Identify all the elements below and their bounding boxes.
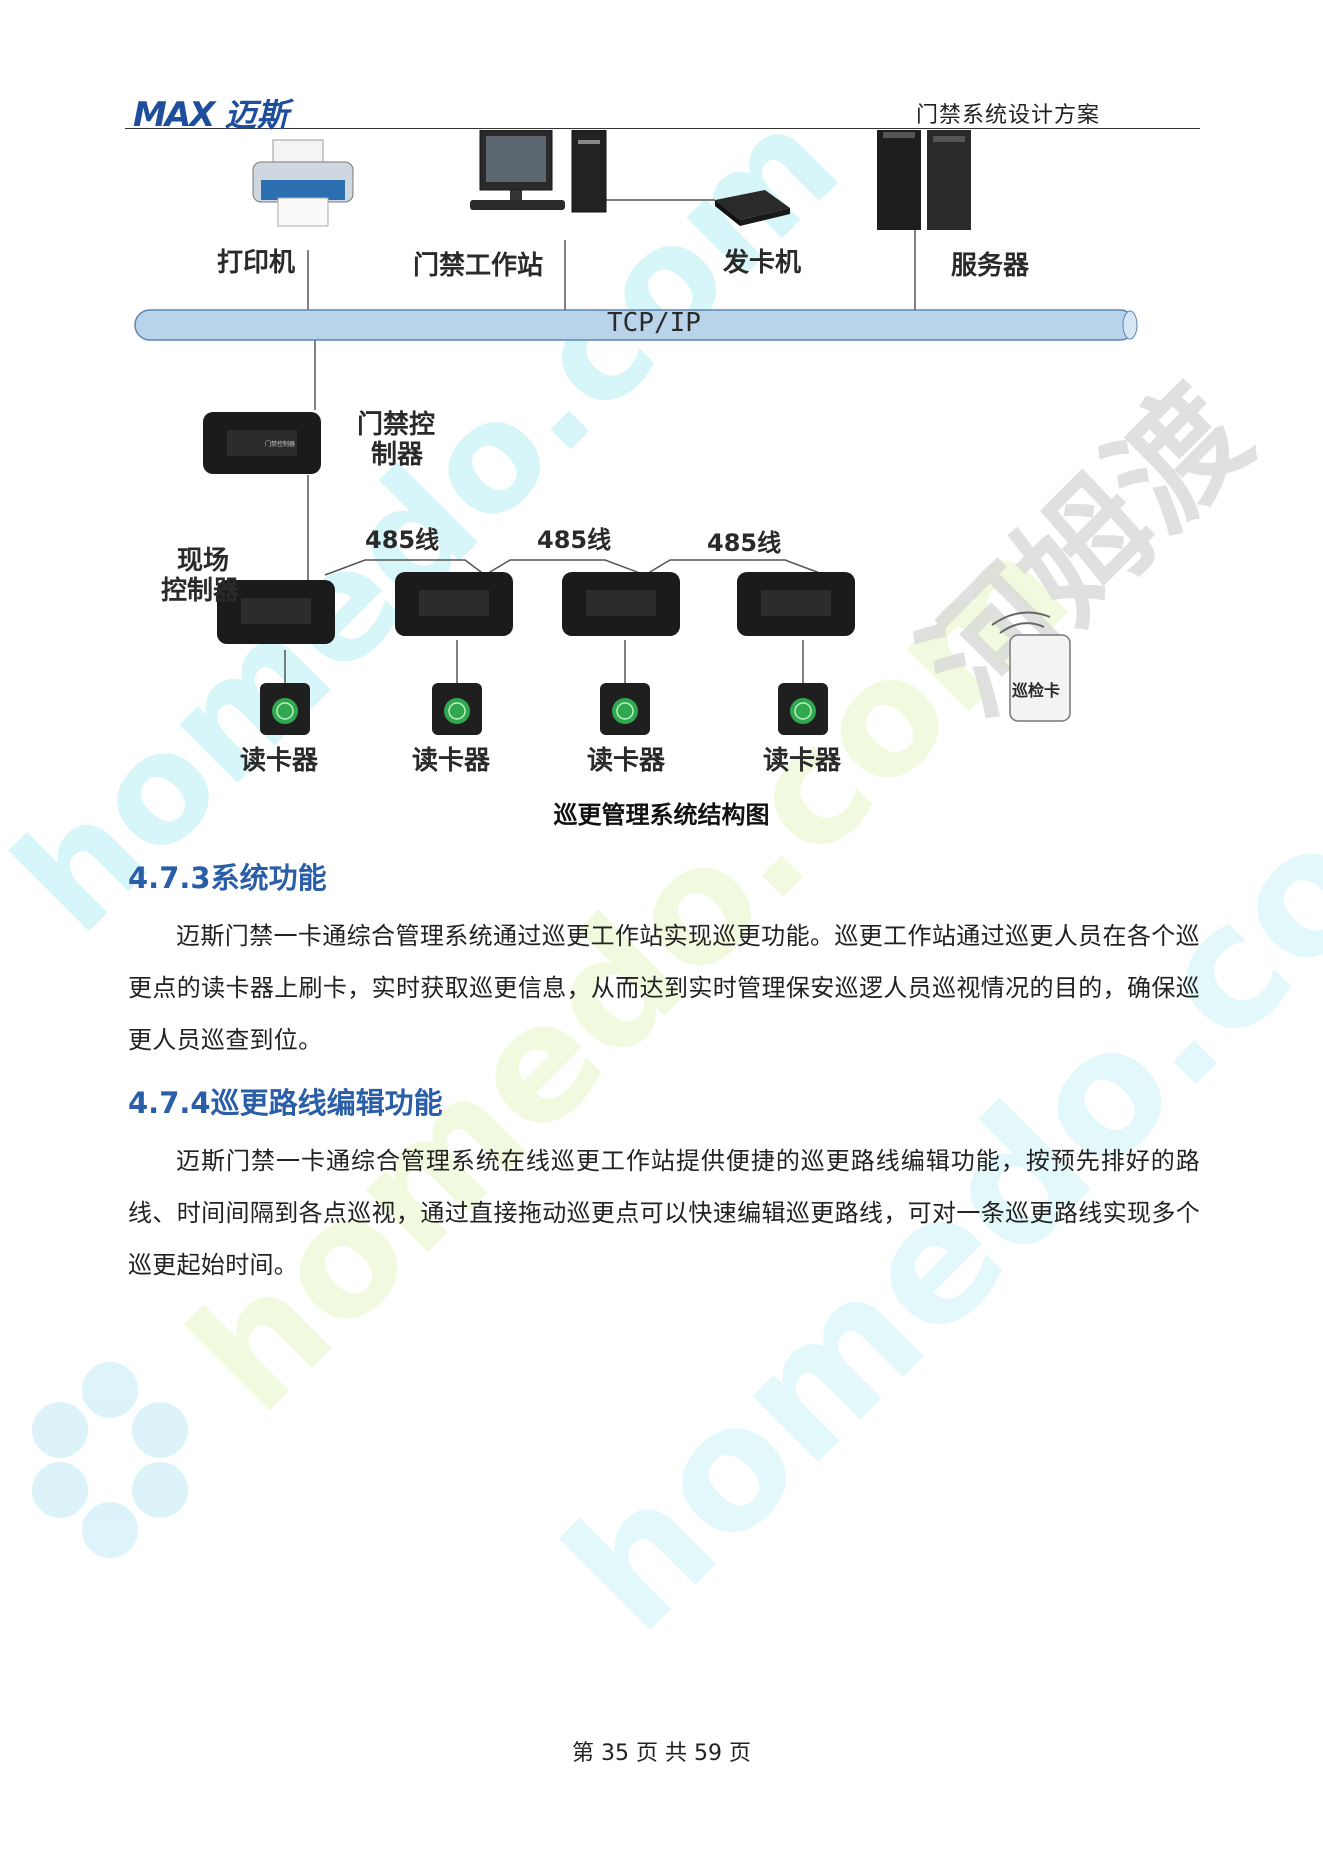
page-footer: 第 35 页 共 59 页 (572, 1741, 751, 1766)
page-header: MAX 迈斯 门禁系统设计方案 (125, 80, 1200, 135)
card-reader-icon-1 (260, 683, 310, 735)
label-controller-1: 门禁控 (357, 410, 436, 440)
section-body-4-7-4: 迈斯门禁一卡通综合管理系统在线巡更工作站提供便捷的巡更路线编辑功能，按预先排好的… (128, 1147, 1200, 1279)
label-bus-1: 485线 (365, 526, 440, 554)
label-bus-2: 485线 (537, 526, 612, 554)
label-server: 服务器 (951, 251, 1030, 281)
card-reader-icon-3 (600, 683, 650, 735)
company-logo: MAX 迈斯 (133, 90, 288, 136)
label-reader-4: 读卡器 (763, 746, 842, 776)
card-issuer-icon (715, 190, 790, 226)
main-controller-icon: 门禁控制器 (203, 412, 321, 474)
logo-mark: MAX (133, 95, 215, 135)
patrol-system-diagram: 门禁控制器 (125, 122, 1200, 790)
card-reader-icon-2 (432, 683, 482, 735)
label-printer: 打印机 (217, 248, 296, 278)
section-heading-4-7-4: 4.7.4巡更路线编辑功能 (128, 1086, 443, 1120)
section-body-4-7-3: 迈斯门禁一卡通综合管理系统通过巡更工作站实现巡更功能。巡更工作站通过巡更人员在各… (128, 922, 1200, 1054)
label-site-controller-2: 控制器 (161, 576, 240, 606)
watermark-flower-icon (32, 1362, 188, 1558)
diagram-graphics: 门禁控制器 (134, 122, 1138, 735)
label-reader-3: 读卡器 (587, 746, 666, 776)
label-site-controller-1: 现场 (177, 546, 230, 576)
site-controller-icon-3 (562, 572, 680, 636)
figure-caption: 巡更管理系统结构图 (553, 801, 770, 829)
label-patrol-card: 巡检卡 (1012, 681, 1061, 700)
section-heading-4-7-3: 4.7.3系统功能 (128, 861, 327, 895)
site-controller-icon-4 (737, 572, 855, 636)
label-controller-2: 制器 (371, 440, 424, 470)
label-bus-3: 485线 (707, 529, 782, 557)
label-workstation: 门禁工作站 (413, 251, 544, 281)
patrol-card-icon (991, 611, 1071, 722)
card-reader-icon-4 (778, 683, 828, 735)
label-network: TCP/IP (607, 308, 701, 338)
logo-text: 迈斯 (224, 96, 289, 134)
computer-icon (470, 129, 607, 213)
server-icon (877, 122, 971, 230)
printer-icon (252, 139, 354, 227)
label-reader-1: 读卡器 (240, 746, 319, 776)
controller-tag: 门禁控制器 (265, 440, 295, 448)
site-controller-icon-1 (217, 580, 335, 644)
label-reader-2: 读卡器 (412, 746, 491, 776)
site-controller-icon-2 (395, 572, 513, 636)
document-title: 门禁系统设计方案 (915, 103, 1100, 128)
label-card-issuer: 发卡机 (723, 248, 802, 278)
